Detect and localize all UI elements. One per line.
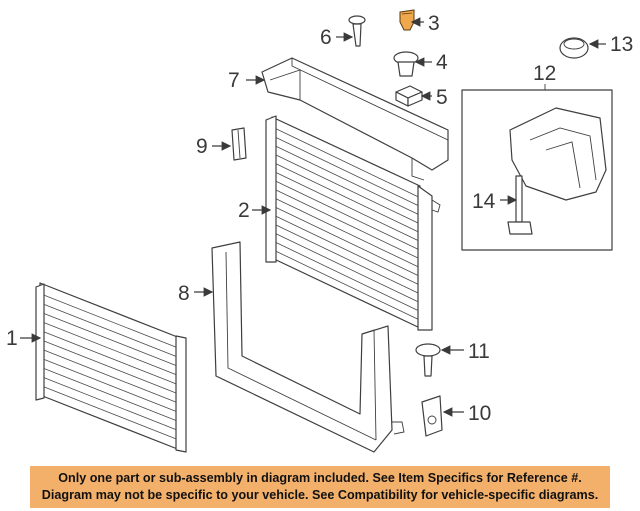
fin-line xyxy=(43,294,177,348)
fin-line xyxy=(275,242,419,311)
fin-line xyxy=(275,233,419,303)
fin-line xyxy=(43,368,177,421)
fin-line xyxy=(275,154,419,224)
callout-9: 9 xyxy=(196,135,208,158)
callout-8: 8 xyxy=(178,282,190,305)
callout-13: 13 xyxy=(610,33,633,56)
part-3-rivet-highlighted xyxy=(399,9,415,31)
callout-2: 2 xyxy=(238,199,250,222)
fin-line xyxy=(275,189,419,259)
fin-line xyxy=(275,163,419,233)
disclaimer-line-2: Diagram may not be specific to your vehi… xyxy=(41,488,599,502)
part-13-tank-cap xyxy=(559,37,589,59)
part-11-bolt xyxy=(415,343,441,377)
fin-line xyxy=(43,313,177,366)
fin-line xyxy=(43,340,177,394)
disclaimer-banner: Only one part or sub-assembly in diagram… xyxy=(30,466,610,508)
part-4-grommet xyxy=(393,51,419,77)
part-12-expansion-tank-box xyxy=(461,89,613,251)
fin-line xyxy=(43,358,177,412)
fin-line xyxy=(275,198,419,268)
callout-4: 4 xyxy=(436,51,448,74)
fin-line xyxy=(275,128,419,198)
callout-3: 3 xyxy=(428,12,440,35)
callout-14: 14 xyxy=(472,190,496,213)
callout-12: 12 xyxy=(533,62,556,85)
fin-line xyxy=(43,322,177,376)
fin-line xyxy=(275,215,419,285)
part-14-level-sensor xyxy=(507,175,533,235)
fin-line xyxy=(43,377,177,431)
fin-line xyxy=(43,331,177,385)
disclaimer-line-1: Only one part or sub-assembly in diagram… xyxy=(58,471,582,485)
fin-line xyxy=(275,180,419,250)
part-9-clip xyxy=(231,127,247,161)
fin-line xyxy=(43,303,177,357)
part-10-bracket xyxy=(421,395,443,437)
part-1-condenser xyxy=(35,282,187,453)
fin-line xyxy=(275,145,419,215)
fin-line xyxy=(275,250,419,320)
part-7-upper-bracket xyxy=(261,57,449,181)
fin-line xyxy=(275,137,419,206)
callout-7: 7 xyxy=(228,69,240,92)
fin-line xyxy=(43,349,177,403)
part-6-screw xyxy=(348,15,366,47)
fin-line xyxy=(275,172,419,241)
callout-11: 11 xyxy=(468,340,490,363)
fin-line xyxy=(275,224,419,294)
callout-5: 5 xyxy=(436,86,448,109)
part-2-radiator xyxy=(265,115,441,331)
part-8-air-guide-frame xyxy=(211,241,405,453)
fin-line xyxy=(275,207,419,276)
part-5-mount-pad xyxy=(395,85,423,107)
fin-line xyxy=(43,386,177,440)
callout-6: 6 xyxy=(320,26,332,49)
callout-1: 1 xyxy=(6,327,18,350)
callout-10: 10 xyxy=(468,402,491,425)
